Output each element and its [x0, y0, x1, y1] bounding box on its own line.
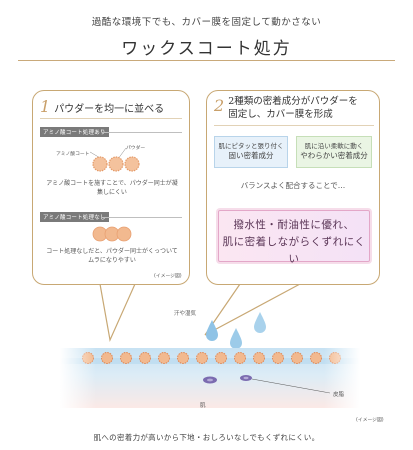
panel-2-rule — [214, 125, 374, 126]
hard-adhesive-line2: 固い密着成分 — [228, 151, 274, 161]
title-divider — [18, 60, 395, 61]
label-amino-coat: アミノ酸コート — [56, 152, 90, 157]
desc-without-coating: コート処理なしだと、パウダー同士がくっついてムラになりやすい — [46, 248, 178, 264]
tag-line — [102, 132, 182, 133]
hard-adhesive-box: 肌にピタッと張り付く 固い密着成分 — [214, 136, 288, 168]
panel-2-heading: 2 2種類の密着成分がパウダーを 固定し、カバー膜を形成 — [214, 96, 376, 122]
step-2-title-line2: 固定し、カバー膜を形成 — [228, 108, 333, 120]
result-line1: 撥水性・耐油性に優れ、 — [233, 219, 355, 231]
clumped-powder-illustration — [92, 226, 132, 242]
image-note-1: (イメージ図) — [154, 274, 182, 279]
skin-cross-section-diagram — [60, 312, 360, 410]
tag-without-coating: アミノ酸コート処理なし — [40, 212, 109, 222]
soft-adhesive-line1: 肌に沿い柔軟に動く — [304, 142, 364, 150]
tag-with-coating: アミノ酸コート処理あり — [40, 127, 109, 137]
panel-1-heading: 1 パウダーを均一に並べる — [40, 97, 185, 117]
page-title: ワックスコート処方 — [121, 39, 292, 59]
coated-particle — [92, 156, 140, 172]
label-sweat-humidity: 汗や湿気 — [174, 311, 197, 317]
footer-caption: 肌への密着力が高いから下地・おしろいなしでもくずれにくい。 — [93, 433, 320, 442]
result-box: 撥水性・耐油性に優れ、 肌に密着しながらくずれにくい — [218, 210, 370, 265]
label-powder: パウダー — [126, 146, 146, 151]
subtitle: 過酷な環境下でも、カバー膜を固定して動かさない — [91, 17, 322, 28]
step-2-title-line1: 2種類の密着成分がパウダーを — [228, 96, 358, 107]
soft-adhesive-line2: やわらかい密着成分 — [300, 151, 368, 161]
soft-adhesive-box: 肌に沿い柔軟に動く やわらかい密着成分 — [296, 136, 372, 168]
label-sebum: 皮脂 — [333, 392, 345, 398]
panel-1-rule — [40, 118, 182, 119]
image-note-2: (イメージ図) — [356, 418, 384, 423]
step-1-title: パウダーを均一に並べる — [54, 104, 165, 115]
balance-text: バランスよく配合することで… — [240, 181, 346, 190]
hard-adhesive-line1: 肌にピタッと張り付く — [218, 142, 284, 150]
desc-with-coating: アミノ酸コートを施すことで、パウダー同士が凝集しにくい — [46, 180, 178, 196]
coated-powder-illustration — [89, 147, 140, 172]
callout-2-pointer — [204, 283, 301, 336]
panel-step-1 — [32, 90, 190, 285]
step-number-1: 1 — [40, 97, 51, 116]
result-line2: 肌に密着しながらくずれにくい — [222, 235, 366, 265]
step-number-2: 2 — [214, 96, 225, 115]
label-skin: 肌 — [200, 403, 206, 409]
tag-line — [102, 217, 182, 218]
